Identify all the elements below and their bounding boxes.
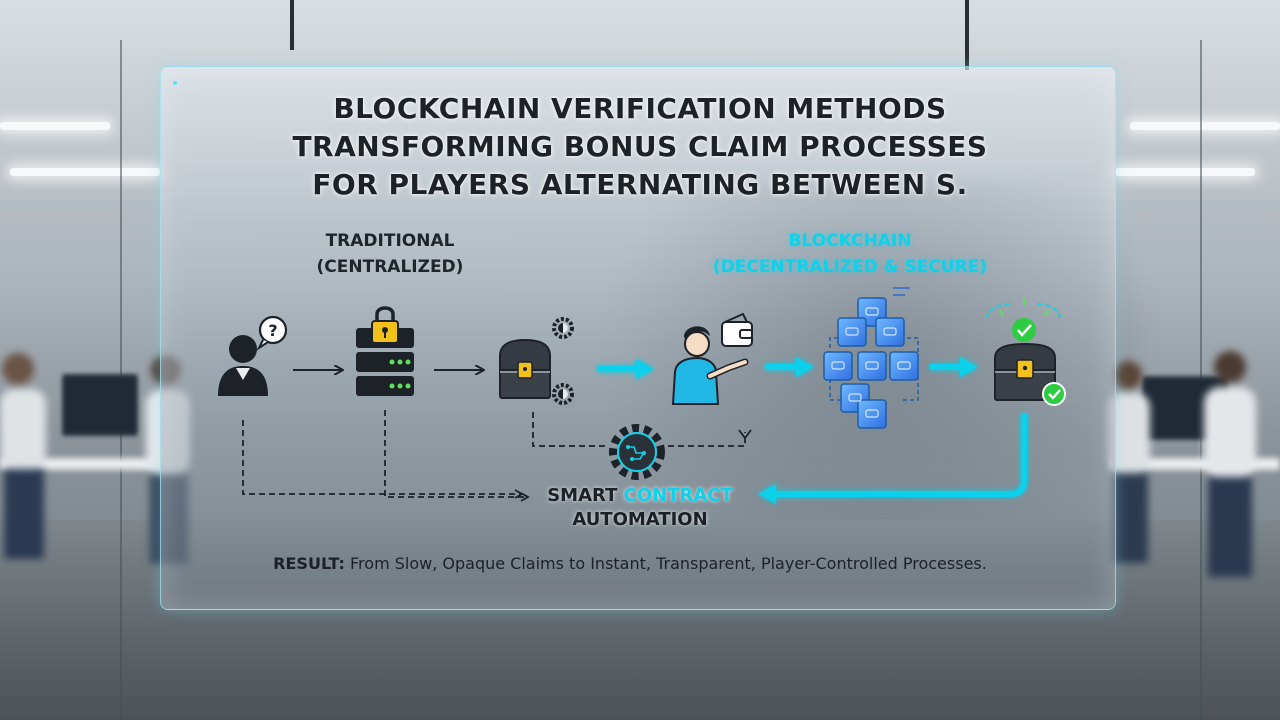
return-arrow-cyan	[758, 414, 1024, 504]
result-statement: RESULT: From Slow, Opaque Claims to Inst…	[0, 554, 1260, 573]
smart-word: SMART	[547, 485, 617, 506]
verified-chest-icon	[987, 298, 1065, 405]
flow-arrow-cyan	[930, 357, 978, 377]
result-part1: From Slow, Opaque Claims to	[350, 554, 585, 573]
question-user-icon: ?	[218, 317, 286, 396]
locked-chest-gear-icon	[500, 319, 572, 403]
smart-contract-gear-icon	[613, 428, 661, 476]
connector-arrowhead	[739, 430, 751, 438]
result-label: RESULT:	[273, 554, 345, 573]
flow-arrow-cyan	[597, 359, 654, 379]
result-part2: Instant, Transparent, Player-Controlled …	[590, 554, 987, 573]
locked-server-icon	[356, 308, 414, 396]
contract-word: CONTRACT	[624, 485, 733, 506]
svg-text:?: ?	[268, 321, 277, 340]
flow-arrow-cyan	[765, 357, 814, 377]
automation-word: AUTOMATION	[520, 508, 760, 532]
player-wallet-icon	[673, 314, 752, 404]
smart-contract-label: SMART CONTRACT AUTOMATION	[520, 484, 760, 532]
blockchain-cubes-icon	[824, 288, 918, 428]
